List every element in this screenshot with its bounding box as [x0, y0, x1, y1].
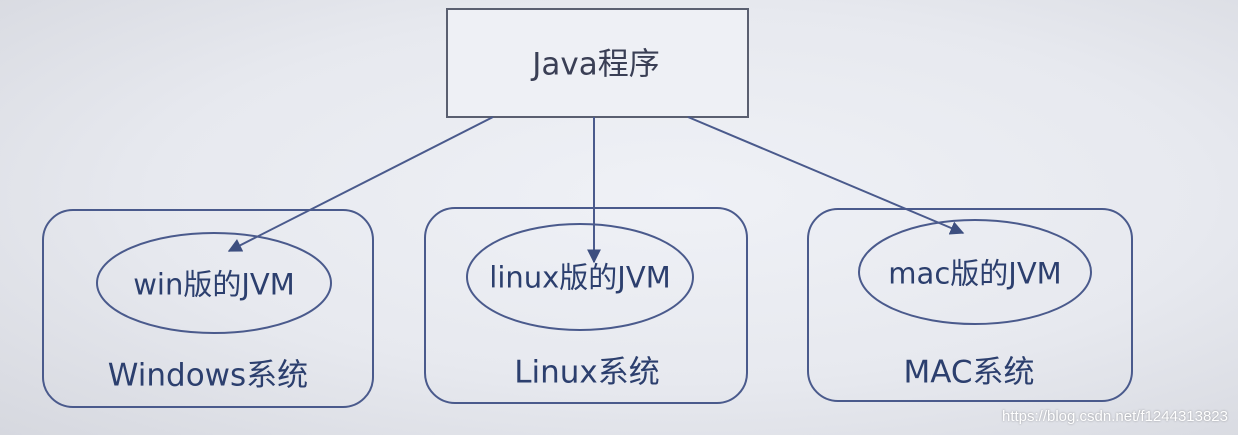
- mac-system-label: MAC系统: [903, 354, 1035, 391]
- mac-system-box: [807, 208, 1133, 402]
- linux-jvm-ellipse: [466, 223, 694, 331]
- linux-system-label: Linux系统: [514, 354, 660, 391]
- windows-system-label: Windows系统: [107, 357, 309, 394]
- arrow-to-windows-jvm: [227, 116, 494, 252]
- watermark-text: https://blog.csdn.net/f1244313823: [1001, 408, 1228, 425]
- windows-system-box: [42, 209, 374, 408]
- arrow-to-mac-jvm: [687, 116, 965, 235]
- root-label: Java程序: [532, 46, 660, 83]
- linux-jvm-label: linux版的JVM: [489, 260, 671, 295]
- mac-jvm-ellipse: [858, 219, 1092, 325]
- windows-jvm-label: win版的JVM: [133, 267, 295, 302]
- linux-system-box: [424, 207, 748, 404]
- mac-jvm-label: mac版的JVM: [888, 256, 1062, 291]
- root-box: [446, 8, 749, 118]
- windows-jvm-ellipse: [96, 232, 332, 334]
